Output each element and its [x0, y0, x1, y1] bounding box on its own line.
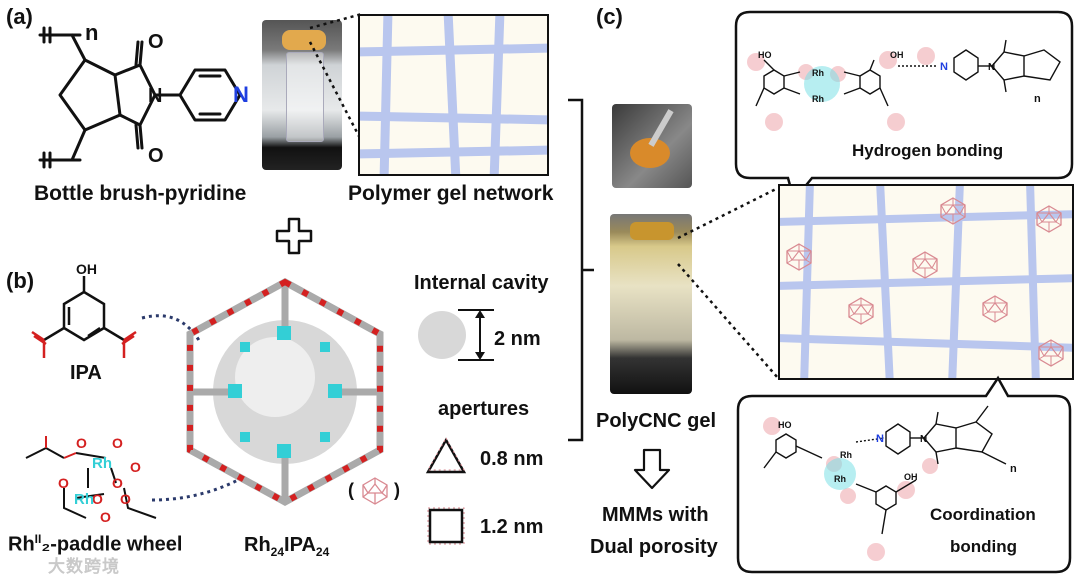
- ipa-oh-label: OH: [76, 261, 97, 277]
- cb-ho-label: HO: [778, 420, 792, 430]
- cavity-diagram: [418, 309, 494, 361]
- svg-text:O: O: [130, 459, 141, 475]
- hbond-callout: HO OH Rh Rh N N n Hydrogen bonding: [734, 10, 1074, 203]
- svg-text:O: O: [100, 509, 111, 525]
- mop-icon-small: [362, 477, 388, 505]
- apertures-title: apertures: [438, 398, 530, 420]
- bottle-brush-title: Bottle brush-pyridine: [34, 182, 247, 205]
- paren-open: (: [348, 480, 354, 500]
- cb-n-repeat: n: [1010, 463, 1017, 475]
- coordination-label-1: Coordination: [930, 505, 1036, 524]
- square-aperture-icon: [427, 507, 465, 545]
- svg-text:N: N: [148, 85, 162, 107]
- plus-icon: [275, 217, 313, 255]
- result-line-1: MMMs with: [602, 504, 709, 526]
- polymer-gel-network-title: Polymer gel network: [348, 182, 554, 205]
- ipa-structure: OH: [31, 261, 137, 358]
- rh-paddle-wheel-label: RhII₂-paddle wheel: [8, 532, 183, 556]
- gel-vial-photo-a: [262, 20, 342, 170]
- pyridine-n-label: N: [233, 82, 249, 107]
- coordination-callout: HO OH Rh Rh N N n Coordination bonding: [736, 375, 1072, 574]
- hb-rh-bottom: Rh: [812, 94, 824, 104]
- panel-b-label: (b): [6, 268, 35, 293]
- cavity-size-label: 2 nm: [494, 328, 541, 350]
- zoom-lines-a: [308, 12, 364, 143]
- polycnc-network-box: [778, 184, 1074, 380]
- polycnc-vial-photo: [610, 214, 692, 394]
- gel-tweezer-photo: [612, 104, 692, 188]
- paren-close: ): [394, 480, 400, 500]
- hb-ho-label: HO: [758, 50, 772, 60]
- result-line-2: Dual porosity: [590, 536, 718, 558]
- hb-oh-label: OH: [890, 50, 904, 60]
- rh-paddle-wheel-structure: O O Rh O O O Rh O O O: [25, 435, 157, 525]
- coordination-label-2: bonding: [950, 537, 1017, 556]
- internal-cavity-title: Internal cavity: [414, 272, 549, 294]
- rh-bottom-label: Rh: [74, 491, 94, 508]
- rh24ipa24-cage: [186, 278, 384, 506]
- polycnc-gel-label: PolyCNC gel: [596, 410, 717, 432]
- cb-rh-top: Rh: [840, 450, 852, 460]
- bottle-brush-pyridine-structure: n O O N N: [38, 20, 249, 169]
- panel-a-label: (a): [6, 4, 33, 29]
- down-arrow-icon: [633, 448, 671, 490]
- mop-icon-network: [786, 197, 1064, 367]
- svg-text:O: O: [92, 491, 103, 507]
- polymer-n-label: n: [85, 20, 98, 45]
- combine-bracket: [568, 98, 594, 442]
- hydrogen-bonding-label: Hydrogen bonding: [852, 141, 1003, 160]
- watermark: 大数跨境: [48, 557, 120, 576]
- polymer-gel-network-box: [358, 14, 549, 176]
- svg-text:O: O: [120, 491, 131, 507]
- svg-text:O: O: [112, 475, 123, 491]
- triangle-aperture-icon: [425, 436, 467, 474]
- hb-n-repeat: n: [1034, 93, 1041, 105]
- svg-text:N: N: [920, 434, 927, 445]
- svg-text:O: O: [76, 435, 87, 451]
- triangle-aperture-label: 0.8 nm: [480, 448, 544, 470]
- rh-top-label: Rh: [92, 455, 112, 472]
- svg-text:O: O: [148, 145, 164, 167]
- svg-text:O: O: [58, 475, 69, 491]
- ipa-label: IPA: [70, 362, 102, 384]
- rh24ipa24-label: Rh24IPA24: [244, 534, 330, 559]
- svg-text:N: N: [988, 62, 995, 73]
- connector-paddle-mop: [151, 476, 243, 502]
- zoom-lines-c: [677, 186, 779, 379]
- cb-rh-bottom: Rh: [834, 474, 846, 484]
- square-aperture-label: 1.2 nm: [480, 516, 544, 538]
- svg-text:O: O: [112, 435, 123, 451]
- cb-oh-label: OH: [904, 472, 918, 482]
- svg-text:O: O: [148, 31, 164, 53]
- hb-n-label: N: [940, 61, 948, 73]
- cb-n-label: N: [876, 433, 884, 445]
- panel-c-label: (c): [596, 4, 623, 29]
- hb-rh-top: Rh: [812, 68, 824, 78]
